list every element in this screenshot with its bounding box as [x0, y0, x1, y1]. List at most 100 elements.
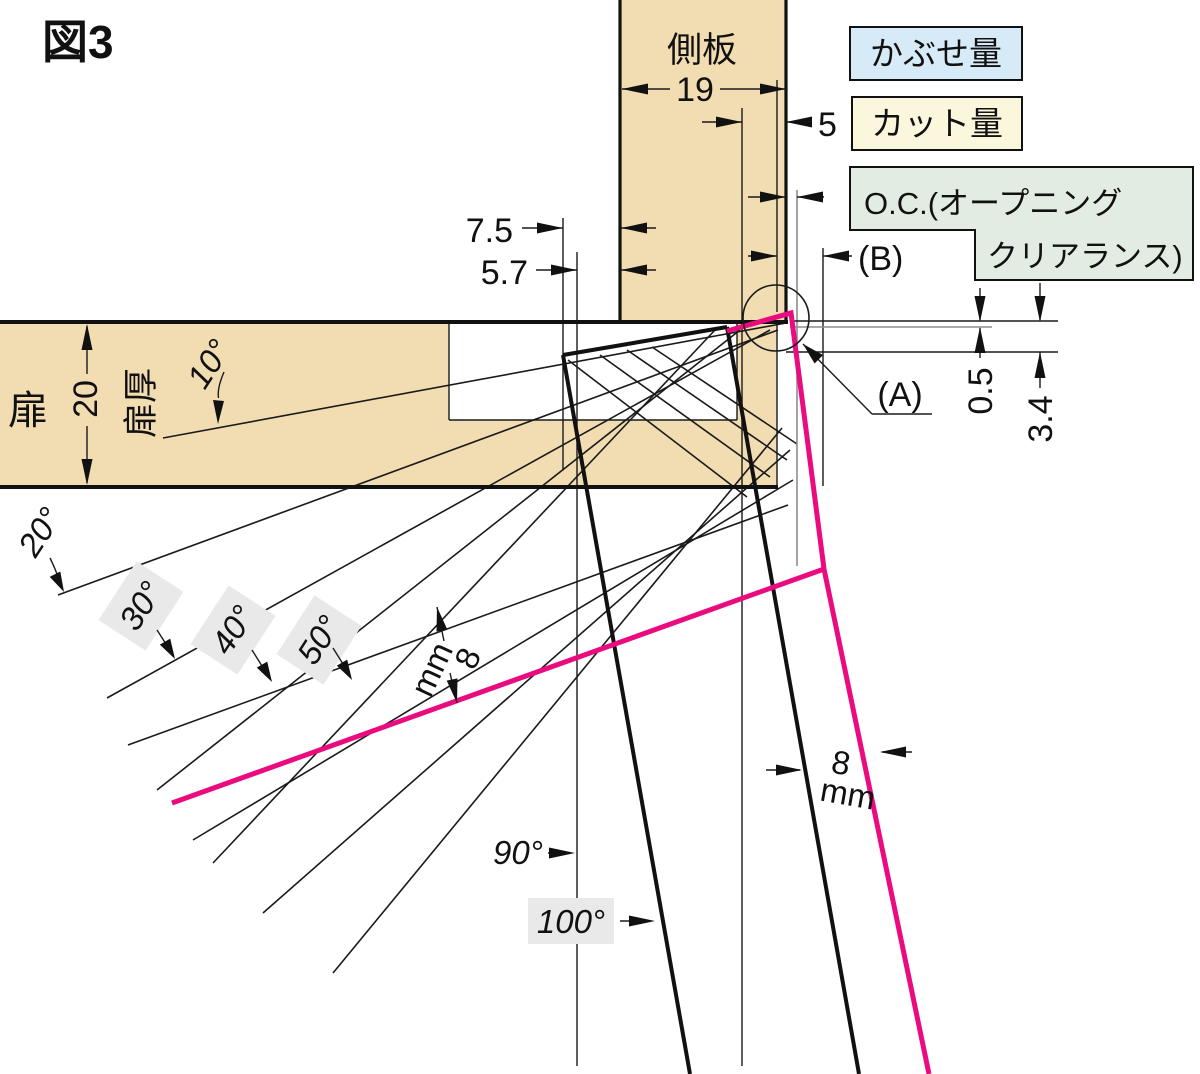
arrow-right-icon: [629, 915, 655, 927]
label-20deg: 20°: [10, 501, 69, 564]
arrow-right-icon: [760, 191, 786, 203]
dim-19-label: 19: [676, 71, 714, 109]
mid-clearance-unit: mm: [403, 636, 460, 701]
arrow-left-icon: [823, 250, 849, 262]
panel-door-edges: [0, 0, 788, 489]
leader-curve: [217, 371, 225, 399]
leader-line: [156, 629, 167, 645]
arrow-right-icon: [551, 264, 577, 276]
arrow-down-icon: [1034, 296, 1046, 322]
arrow-upleft-icon: [803, 344, 823, 364]
dimension-cut-amount: 5: [702, 106, 837, 144]
arrow-downright-icon: [256, 661, 272, 682]
dimension-oc-gap: [748, 191, 824, 203]
label-bg: [98, 561, 184, 651]
arrow-right-icon: [716, 116, 742, 128]
legend-cut-box: [851, 96, 1023, 151]
dim-05-label: 0.5: [962, 367, 1000, 414]
angle-label-20: 20°: [10, 501, 69, 592]
arrow-down-icon: [974, 296, 986, 322]
legend-overlay-box: [849, 26, 1023, 81]
line-50deg-face: [332, 427, 783, 974]
door-edge-cap-1: [567, 359, 748, 498]
door-open-100deg: [561, 325, 861, 1074]
open-door-back-face: [561, 354, 692, 1074]
line-40deg-face: [262, 449, 791, 914]
clearance-path-left: [171, 566, 825, 806]
cabinet-side-panel: [620, 0, 786, 322]
dimension-ref-b: (B): [748, 240, 903, 278]
leader-line: [332, 647, 344, 665]
ref-a-label: (A): [877, 376, 922, 414]
door-edge-cap-3: [626, 349, 788, 461]
arrow-left-icon: [786, 116, 812, 128]
dimension-panel-width: 19: [622, 71, 786, 109]
arrow-up-icon: [974, 327, 986, 353]
legend-overlay-amount: かぶせ量: [849, 26, 1023, 81]
arrow-up-icon: [1034, 352, 1046, 378]
dim-75-label: 7.5: [466, 212, 513, 250]
dimension-right-clearance: 8 mm: [766, 743, 912, 817]
side-panel-fill: [620, 0, 786, 322]
ref-b-label: (B): [858, 240, 903, 278]
arrow-left-icon: [622, 83, 648, 95]
label-bg: [276, 595, 362, 685]
arrow-right-icon: [776, 764, 802, 776]
swing-clearance-outline: [171, 309, 932, 1074]
open-door-end-edge: [562, 325, 728, 357]
arrow-right-icon: [751, 250, 777, 262]
arrow-downright-icon: [336, 659, 352, 680]
arrow-up-icon: [81, 324, 93, 350]
arrow-left-icon: [621, 222, 647, 234]
hinge-cup-notch: [449, 322, 737, 420]
arrow-up-icon: [436, 607, 448, 632]
arrow-downright-icon: [159, 638, 175, 659]
angle-label-50: 50°: [276, 595, 362, 685]
arrow-right-icon: [760, 83, 786, 95]
label-100deg: 100°: [537, 903, 605, 940]
angle-label-90: 90°: [493, 834, 575, 871]
legend-opening-clearance: O.C.(オープニング クリアランス): [849, 166, 1194, 281]
line-20deg: [57, 329, 779, 596]
leader-line: [251, 649, 263, 667]
arrow-downright-icon: [49, 571, 64, 592]
detail-circle-a: [742, 284, 810, 352]
arrow-right-icon: [549, 847, 575, 859]
dim-5-label: 5: [818, 106, 837, 144]
open-door-front-face: [725, 326, 861, 1074]
angle-label-40: 40°: [190, 585, 276, 682]
label-bg: [528, 898, 614, 944]
arrow-down-icon: [81, 459, 93, 485]
figure-title: 図3: [42, 16, 114, 68]
arrow-left-icon: [797, 191, 823, 203]
door-closed: [0, 322, 777, 487]
ref-a-leader: (A): [802, 343, 932, 415]
arrow-left-icon: [621, 264, 647, 276]
line-20deg-face: [127, 504, 789, 746]
legend-oc-line1: O.C.(オープニング: [864, 186, 1122, 221]
line-50deg: [212, 329, 716, 864]
dim-20-label: 20: [67, 380, 105, 418]
line-10deg: [162, 322, 787, 439]
arrow-down-icon: [213, 400, 224, 424]
door-label: 扉: [8, 389, 48, 433]
line-30deg-face: [192, 479, 794, 841]
arrow-left-icon: [880, 746, 906, 758]
dimension-5-7: 5.7: [481, 254, 656, 292]
angle-label-100: 100°: [528, 898, 655, 944]
arrow-right-icon: [537, 222, 563, 234]
door-thickness-label: 扉厚: [122, 368, 161, 438]
clearance-path-right: [726, 309, 932, 1074]
legend-cut-amount: カット量: [851, 96, 1023, 151]
dimension-gap-05: 0.5: [962, 288, 1000, 415]
dim-34-label: 3.4: [1022, 395, 1060, 442]
legend-oc-line2: クリアランス): [987, 239, 1183, 274]
side-panel-label: 側板: [667, 31, 737, 70]
arrow-down-icon: [446, 678, 458, 703]
dimension-gap-34: 3.4: [1022, 283, 1060, 443]
legend-overlay-label: かぶせ量: [870, 35, 1002, 72]
legend-cut-label: カット量: [871, 105, 1003, 142]
legend-oc-box: [849, 166, 1194, 281]
dimension-7-5: 7.5: [466, 212, 656, 250]
